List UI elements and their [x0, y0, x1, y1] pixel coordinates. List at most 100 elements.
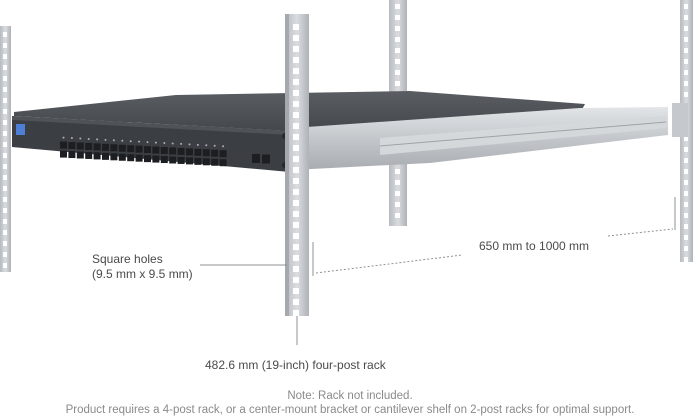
port-led [70, 137, 73, 140]
square-hole [684, 147, 688, 152]
port-led [171, 142, 174, 145]
port-led [62, 136, 65, 139]
port-led [196, 143, 199, 146]
port-led [163, 142, 166, 145]
square-hole [3, 208, 7, 213]
port-led [121, 139, 124, 142]
square-hole [293, 244, 299, 250]
square-hole [3, 109, 7, 114]
square-hole [293, 299, 299, 305]
square-hole [684, 70, 688, 75]
sfp-port [211, 158, 219, 166]
square-hole [293, 46, 299, 52]
port-led [188, 143, 191, 146]
square-hole [395, 169, 400, 174]
square-hole [3, 87, 7, 92]
note-rack-not-included: Note: Rack not included. [287, 390, 413, 402]
square-hole [293, 266, 299, 272]
square-hole [293, 68, 299, 74]
square-hole [395, 213, 400, 218]
sfp-port [135, 145, 143, 153]
square-hole [3, 164, 7, 169]
square-hole [395, 191, 400, 196]
square-hole [293, 189, 299, 195]
square-hole [684, 224, 688, 229]
square-hole [293, 277, 299, 283]
sfp-port [219, 150, 227, 158]
square-hole [684, 158, 688, 163]
square-holes-label: Square holes (9.5 mm x 9.5 mm) [92, 252, 193, 282]
square-hole [395, 202, 400, 207]
square-hole [684, 246, 688, 251]
square-hole [684, 180, 688, 185]
square-hole [684, 202, 688, 207]
square-hole [3, 219, 7, 224]
square-hole [684, 4, 688, 9]
depth-dashed-right [607, 228, 674, 237]
sfp-port [118, 144, 126, 152]
square-hole [684, 136, 688, 141]
switch-chassis [4, 91, 668, 172]
square-hole [3, 175, 7, 180]
sfp-port [118, 153, 126, 161]
sfp-port [102, 152, 109, 160]
square-hole [3, 120, 7, 125]
square-hole [293, 255, 299, 261]
sfp-port [93, 152, 101, 160]
rear-mount-bracket [672, 103, 688, 137]
square-hole [395, 37, 400, 42]
square-hole [293, 310, 299, 316]
square-hole [395, 81, 400, 86]
port-led [112, 139, 115, 142]
sfp-port [85, 151, 93, 159]
square-hole [293, 134, 299, 140]
square-hole [3, 76, 7, 81]
square-holes-title: Square holes [92, 252, 163, 266]
sfp-port [177, 147, 185, 155]
port-led [154, 141, 157, 144]
square-hole [293, 233, 299, 239]
port-led [104, 138, 107, 141]
square-hole [3, 230, 7, 235]
sfp-port [194, 148, 202, 156]
port-led [146, 141, 149, 144]
sfp-port [169, 147, 177, 155]
sfp-port [93, 143, 101, 151]
note-rack-requirement: Product requires a 4-post rack, or a cen… [65, 404, 635, 416]
square-hole [684, 257, 688, 262]
sfp-port [219, 159, 227, 167]
depth-dashed-left [315, 254, 463, 274]
port-led [87, 137, 90, 140]
square-hole [395, 15, 400, 20]
sfp-port [102, 143, 109, 151]
square-hole [684, 235, 688, 240]
square-hole [684, 213, 688, 218]
depth-range-label: 650 mm to 1000 mm [479, 239, 590, 253]
rack-width-label: 482.6 mm (19-inch) four-post rack [205, 358, 386, 372]
square-hole [3, 241, 7, 246]
square-hole [684, 81, 688, 86]
square-hole [684, 191, 688, 196]
square-hole [293, 200, 299, 206]
square-hole [3, 197, 7, 202]
square-hole [395, 48, 400, 53]
square-hole [3, 263, 7, 268]
port-led [96, 138, 99, 141]
square-hole [3, 142, 7, 147]
square-hole [293, 222, 299, 228]
square-hole [3, 65, 7, 70]
square-hole [3, 131, 7, 136]
square-hole [293, 101, 299, 107]
sfp-port [169, 156, 177, 164]
sfp-port [127, 145, 135, 153]
square-hole [293, 123, 299, 129]
square-hole [293, 79, 299, 85]
square-hole [3, 54, 7, 59]
square-hole [3, 252, 7, 257]
square-hole [684, 59, 688, 64]
sfp-port [152, 155, 160, 163]
square-hole [395, 26, 400, 31]
square-hole [395, 4, 400, 9]
sfp-port [186, 148, 193, 156]
square-hole [293, 112, 299, 118]
